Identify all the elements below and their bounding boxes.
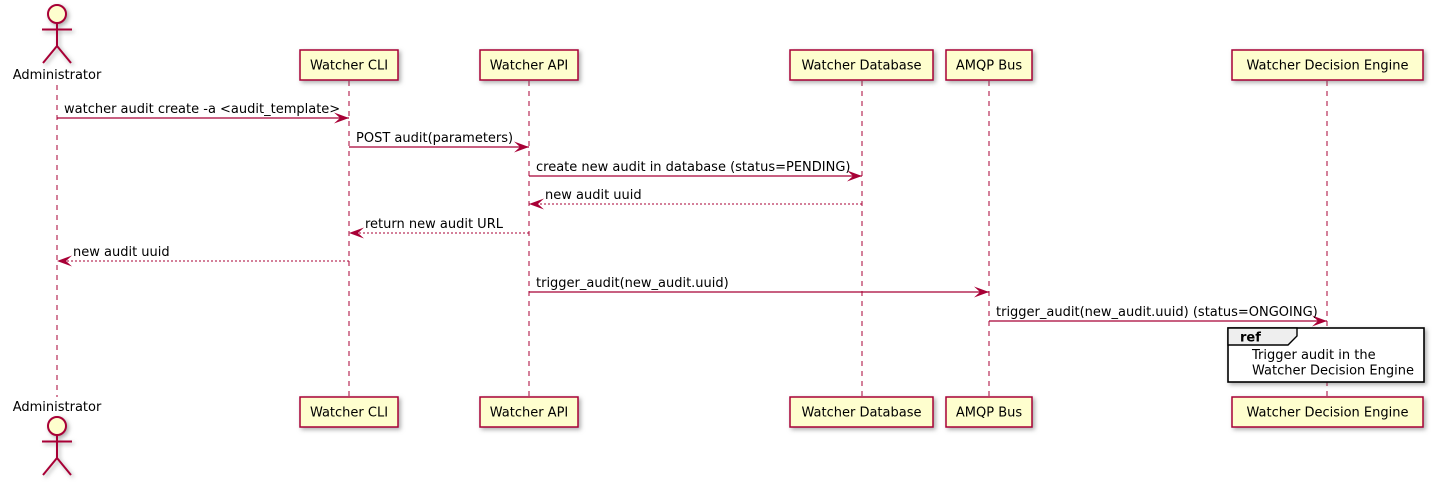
participant-label: Watcher Decision Engine — [1247, 406, 1409, 421]
actor-leg-right — [56, 457, 72, 476]
message-4: new audit uuid — [529, 188, 862, 210]
participant-box — [789, 396, 934, 428]
message-7: trigger_audit(new_audit.uuid) — [529, 276, 989, 298]
message-label: watcher audit create -a <audit_template> — [64, 102, 340, 117]
participant-box — [479, 49, 579, 81]
participant-bottom-watcher-database: Watcher Database — [789, 396, 934, 428]
participant-box — [789, 49, 934, 81]
participant-bottom-watcher-cli: Watcher CLI — [299, 396, 399, 428]
message-arrowhead — [514, 141, 529, 153]
ref-keyword: ref — [1240, 331, 1261, 346]
participant-label: Watcher API — [490, 59, 569, 74]
message-arrowhead — [847, 170, 862, 182]
participant-label: Watcher API — [490, 406, 569, 421]
message-label: new audit uuid — [545, 188, 642, 203]
message-label: POST audit(parameters) — [356, 131, 513, 146]
participant-bottom-watcher-decision-engine: Watcher Decision Engine — [1231, 396, 1424, 428]
participant-box — [1231, 49, 1424, 81]
participant-box — [299, 396, 399, 428]
message-arrowhead — [334, 112, 349, 124]
ref-line: Trigger audit in the — [1251, 348, 1376, 363]
participant-label: AMQP Bus — [956, 406, 1022, 421]
ref-keyword-tab — [1227, 327, 1298, 346]
participant-bottom-amqp-bus: AMQP Bus — [945, 396, 1033, 428]
message-arrowhead — [529, 198, 544, 210]
message-label: trigger_audit(new_audit.uuid) (status=ON… — [996, 305, 1318, 320]
participant-box — [945, 396, 1033, 428]
participant-bottom-watcher-api: Watcher API — [479, 396, 579, 428]
message-label: new audit uuid — [73, 245, 170, 260]
actor-head — [47, 4, 67, 24]
participant-label: Watcher Decision Engine — [1247, 59, 1409, 74]
participant-label: AMQP Bus — [956, 59, 1022, 74]
message-6: new audit uuid — [57, 245, 349, 267]
message-arrowhead — [349, 227, 364, 239]
message-label: create new audit in database (status=PEN… — [536, 160, 851, 175]
message-arrowhead — [974, 286, 989, 298]
participant-label: Watcher CLI — [310, 59, 388, 74]
participant-top-watcher-cli: Watcher CLI — [299, 49, 399, 81]
message-8: trigger_audit(new_audit.uuid) (status=ON… — [989, 305, 1327, 327]
ref-line: Watcher Decision Engine — [1252, 364, 1414, 379]
message-5: return new audit URL — [349, 217, 529, 239]
actor-leg-left — [42, 457, 58, 476]
message-3: create new audit in database (status=PEN… — [529, 160, 862, 182]
participant-label: Watcher CLI — [310, 406, 388, 421]
actor-icon-bottom — [42, 416, 72, 476]
actor-leg-left — [42, 45, 58, 64]
actor-leg-right — [56, 45, 72, 64]
participant-box — [1231, 396, 1424, 428]
message-arrowhead — [57, 255, 72, 267]
participant-box — [945, 49, 1033, 81]
participant-top-watcher-database: Watcher Database — [789, 49, 934, 81]
actor-head — [47, 416, 67, 436]
participant-label: Watcher Database — [802, 406, 922, 421]
participant-box — [299, 49, 399, 81]
participant-top-watcher-decision-engine: Watcher Decision Engine — [1231, 49, 1424, 81]
participant-top-amqp-bus: AMQP Bus — [945, 49, 1033, 81]
participant-label: Watcher Database — [802, 59, 922, 74]
message-label: trigger_audit(new_audit.uuid) — [536, 276, 729, 291]
message-1: watcher audit create -a <audit_template> — [57, 102, 349, 124]
message-label: return new audit URL — [365, 217, 504, 232]
participant-top-watcher-api: Watcher API — [479, 49, 579, 81]
actor-label: Administrator — [13, 68, 102, 83]
actor-icon-top — [42, 4, 72, 64]
participant-box — [479, 396, 579, 428]
message-2: POST audit(parameters) — [349, 131, 529, 153]
message-arrowhead — [1312, 315, 1327, 327]
actor-label: Administrator — [13, 400, 102, 415]
